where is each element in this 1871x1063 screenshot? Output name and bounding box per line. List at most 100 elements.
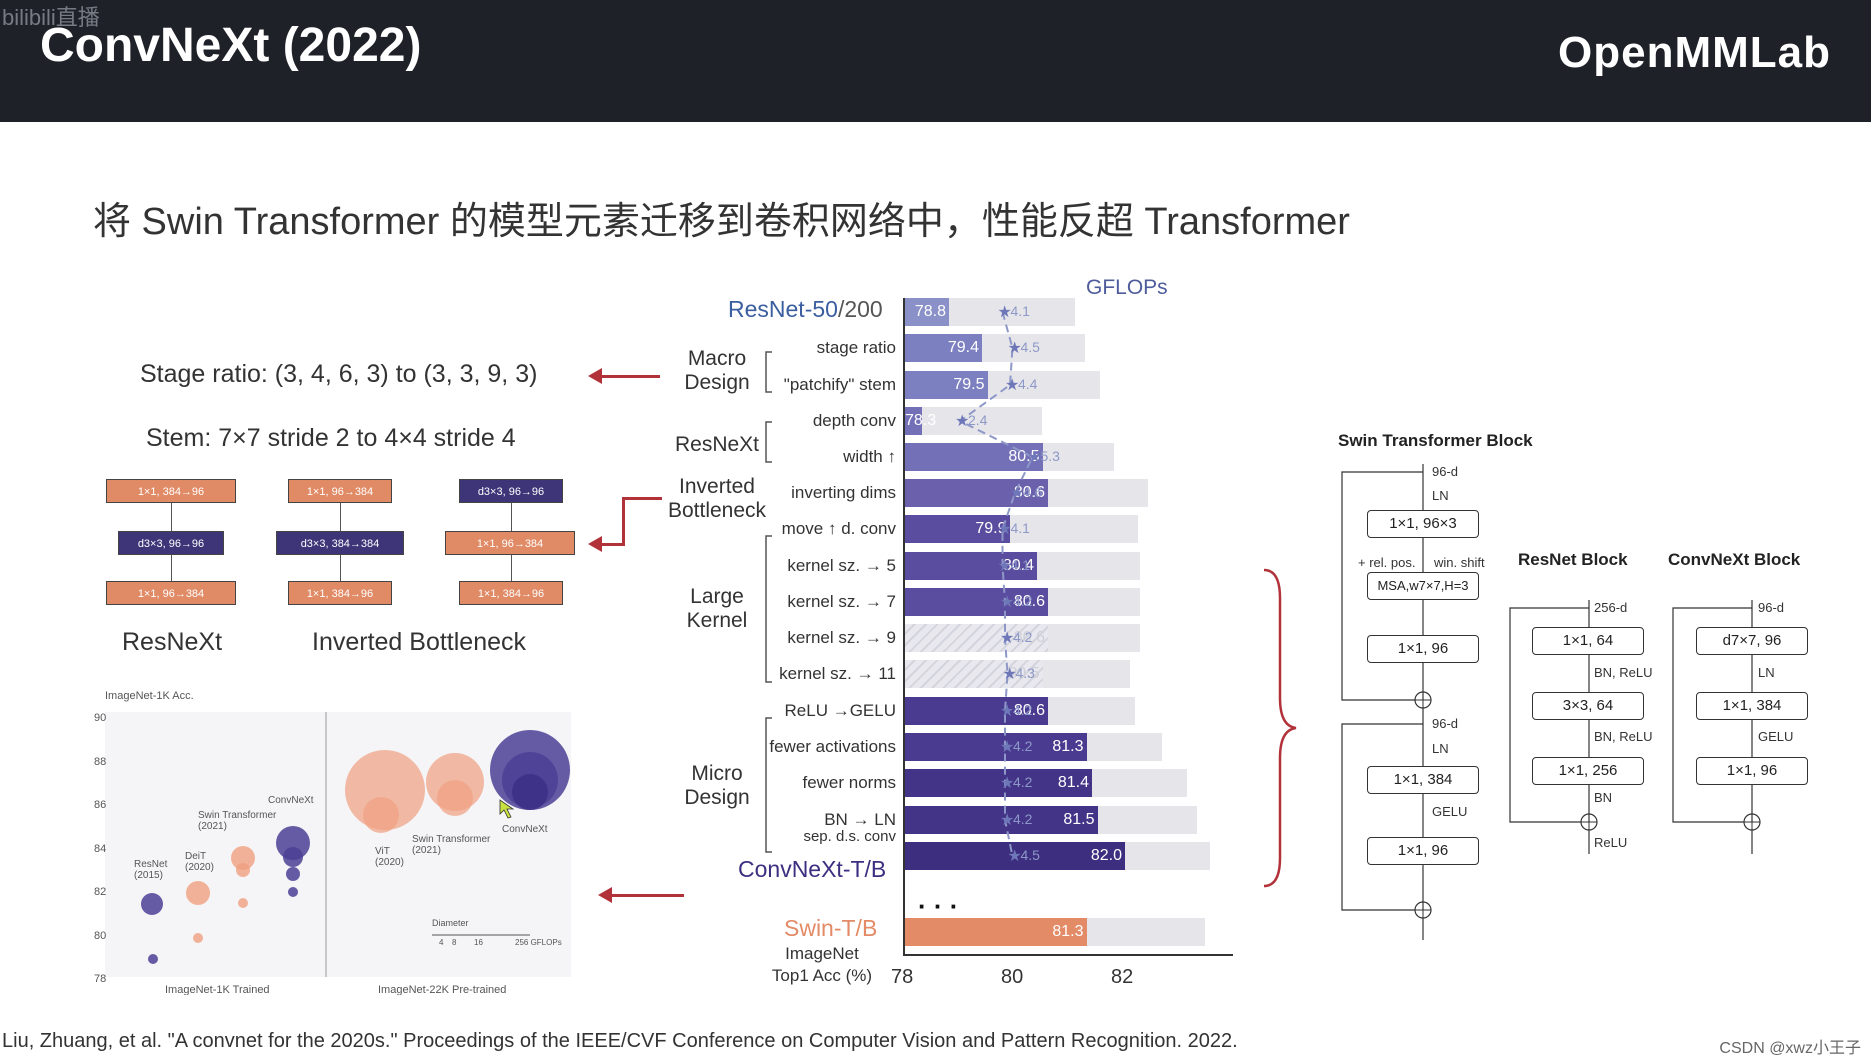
x-tick-80: 80 [1001, 966, 1024, 988]
convnext-block-title: ConvNeXt Block [1668, 550, 1801, 569]
diameter-tick: 16 [474, 938, 483, 947]
row-label: fewer norms [802, 773, 896, 792]
row-label-swin: Swin-T/B [784, 915, 878, 941]
bar: 80.4 [905, 552, 1037, 580]
gflops-star-icon: ★ [1008, 848, 1022, 865]
inverted-bottleneck-label: Inverted Bottleneck [312, 628, 527, 656]
bubble-convnext-r-tiny [512, 774, 548, 810]
citation: Liu, Zhuang, et al. "A convnet for the 2… [2, 1030, 1238, 1052]
bubble-resnet-small [148, 954, 158, 964]
gflops-value: 4.4 [1018, 376, 1038, 392]
inverted-b-box-3: 1×1, 384→96 [459, 581, 563, 605]
row-label: stage ratio [816, 338, 896, 357]
gflops-value: 4.2 [1013, 811, 1033, 827]
resnext-box-2: d3×3, 96→96 [118, 531, 224, 555]
row-label-resnet-suffix: /200 [837, 296, 883, 322]
convnext-box-1: d7×7, 96 [1696, 627, 1808, 655]
inverted-a-connector-1 [340, 503, 341, 531]
gflops-value: 4.2 [1013, 593, 1033, 609]
arrow-head-inverted [588, 536, 602, 552]
convnext-box-2: 1×1, 384 [1696, 692, 1808, 720]
bubble-chart-title: ImageNet-1K Acc. [105, 690, 194, 702]
row-label: kernel sz. → 5 [787, 556, 896, 575]
row-label: depth conv [812, 411, 896, 430]
bubble-y-tick: 80 [94, 930, 106, 942]
bar: 80.6 [905, 479, 1048, 507]
resnet-act-2: BN, ReLU [1594, 729, 1653, 744]
gflops-star-icon: ★ [1003, 666, 1017, 683]
gflops-star-icon: ★ [1005, 377, 1019, 394]
gflops-value: 4.2 [1013, 629, 1033, 645]
row-label: "patchify" stem [783, 375, 896, 394]
x-axis-label: ImageNet Top1 Acc (%) [771, 944, 873, 985]
swin-ln-2: LN [1432, 741, 1449, 756]
convnext-gelu: GELU [1758, 729, 1794, 744]
resnet-box-3: 1×1, 256 [1532, 757, 1644, 785]
swin-winshift: win. shift [1434, 555, 1485, 570]
resnet-block-connectors [1509, 600, 1598, 854]
gflops-value: 4.5 [1020, 847, 1040, 863]
swin-relpos: + rel. pos. [1358, 555, 1416, 570]
bubble-swin-l [231, 846, 255, 870]
diameter-tick: 8 [452, 938, 457, 947]
gflops-star-icon: ★ [998, 558, 1012, 575]
inverted-a-connector-2 [340, 555, 341, 583]
row-label-convnext: ConvNeXt-T/B [738, 856, 887, 882]
gflops-value: 4.2 [1013, 702, 1033, 718]
resnet-box-2: 3×3, 64 [1532, 692, 1644, 720]
openmmlab-logo: OpenMMLab [1558, 28, 1831, 77]
swin-box-3: 1×1, 96 [1367, 635, 1479, 663]
gflops-star-icon: ★ [998, 304, 1012, 321]
swin-block-connectors [1341, 464, 1432, 940]
inverted-b-box-1: d3×3, 96→96 [459, 479, 563, 503]
resnet-bn: BN [1594, 790, 1613, 805]
gflops-star-icon: ★ [955, 413, 969, 430]
bubble-convnext-l-small [283, 847, 303, 867]
resnext-connector-1 [171, 503, 172, 531]
resnet-dim: 256-d [1594, 600, 1628, 615]
swin-box-4: 1×1, 384 [1367, 766, 1479, 794]
bar: 81.3 [905, 733, 1087, 761]
row-label: ReLU →GELU [784, 701, 896, 720]
group-resnext: ResNeXt [674, 433, 760, 456]
row-label: sep. d.s. conv [803, 828, 896, 845]
right-brace [1263, 568, 1297, 888]
bar: 79.9 [905, 515, 1010, 543]
chart-x-axis [903, 954, 1233, 956]
diameter-tick: 4 [439, 938, 444, 947]
swin-ln-1: LN [1432, 488, 1449, 503]
bar: 80.6 [905, 588, 1048, 616]
swin-box-2: MSA,w7×7,H=3 [1367, 572, 1479, 600]
bubble-label-resnet: ResNet(2015) [134, 859, 168, 881]
convnext-ln: LN [1758, 665, 1775, 680]
swin-block-title: Swin Transformer Block [1338, 431, 1533, 450]
row-label: kernel sz. → 9 [787, 628, 896, 647]
bubble-label-swin-r: Swin Transformer(2021) [412, 834, 491, 856]
inverted-a-box-3: 1×1, 384→96 [288, 581, 392, 605]
resnext-box-1: 1×1, 384→96 [106, 479, 236, 503]
resnet-relu: ReLU [1594, 835, 1628, 850]
gflops-value: 5.3 [1040, 448, 1060, 464]
gflops-title: GFLOPs [1086, 276, 1168, 299]
bar: 80.5 [905, 660, 1043, 688]
row-label: kernel sz. → 7 [787, 592, 896, 611]
gflops-star-icon: ★ [1008, 924, 1022, 941]
bubble-y-tick: 78 [94, 973, 106, 985]
bubble-convnext-l [276, 826, 310, 860]
bubble-label-vit: ViT(2020) [375, 846, 404, 868]
gflops-star-icon: ★ [1000, 812, 1014, 829]
chart-y-axis [903, 298, 905, 954]
row-label: move ↑ d. conv [781, 519, 896, 538]
gflops-value: 4.1 [1010, 520, 1030, 536]
bar: 80.6 [905, 624, 1048, 652]
bar: 81.3 [905, 918, 1087, 946]
mouse-cursor-icon [499, 799, 515, 819]
gflops-value: 4.2 [1013, 774, 1033, 790]
swin-gelu: GELU [1432, 804, 1468, 819]
bar: 79.4 [905, 334, 982, 362]
convnext-dim: 96-d [1758, 600, 1785, 615]
slide-title: ConvNeXt (2022) [40, 19, 422, 72]
